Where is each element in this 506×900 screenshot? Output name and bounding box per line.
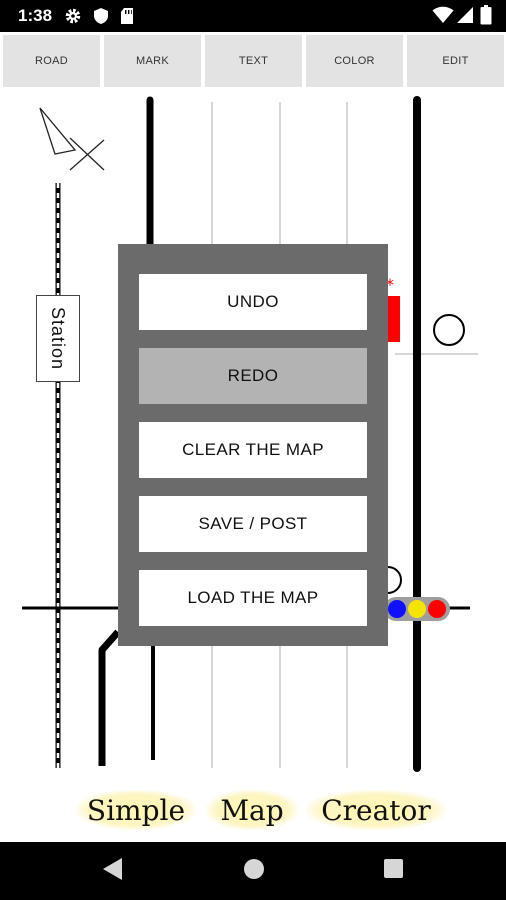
circle-mark — [433, 314, 465, 346]
edit-button[interactable]: EDIT — [407, 35, 504, 87]
title-word-creator: Creator — [306, 790, 446, 830]
menu-dialog: UNDO REDO CLEAR THE MAP SAVE / POST LOAD… — [118, 244, 388, 646]
navigation-bar — [0, 842, 506, 900]
back-icon[interactable] — [100, 856, 124, 887]
title-word-simple: Simple — [76, 790, 196, 830]
app-title-footer: Simple Map Creator — [0, 780, 506, 842]
mark-button[interactable]: MARK — [104, 35, 201, 87]
road-button[interactable]: ROAD — [3, 35, 100, 87]
signal-icon — [456, 6, 474, 29]
station-label-text: Station — [48, 306, 69, 371]
traffic-light-yellow — [408, 600, 426, 618]
traffic-light-red — [428, 600, 446, 618]
save-post-button[interactable]: SAVE / POST — [139, 496, 367, 552]
compass-mark — [69, 139, 105, 171]
station-label[interactable]: Station — [36, 295, 80, 382]
red-asterisk: * — [386, 275, 394, 294]
clear-map-button[interactable]: CLEAR THE MAP — [139, 422, 367, 478]
home-icon[interactable] — [241, 856, 267, 887]
color-button[interactable]: COLOR — [306, 35, 403, 87]
text-button[interactable]: TEXT — [205, 35, 302, 87]
map-canvas[interactable]: * Station — [0, 90, 506, 780]
redo-button[interactable]: REDO — [139, 348, 367, 404]
toolbar: ROAD MARK TEXT COLOR EDIT — [0, 32, 506, 90]
red-marker — [388, 296, 400, 342]
load-map-button[interactable]: LOAD THE MAP — [139, 570, 367, 626]
wifi-icon — [432, 6, 454, 29]
gear-icon — [64, 7, 82, 30]
circle-mark — [387, 566, 402, 594]
shield-icon — [93, 7, 109, 30]
status-time: 1:38 — [18, 6, 53, 25]
status-bar: 1:38 — [0, 0, 506, 32]
thick-road-curve — [98, 629, 121, 766]
map-drawing: * — [22, 96, 478, 772]
traffic-light-blue — [388, 600, 406, 618]
battery-icon — [480, 5, 492, 30]
undo-button[interactable]: UNDO — [139, 274, 367, 330]
sd-card-icon — [120, 7, 134, 30]
compass-mark — [39, 107, 77, 155]
recents-icon[interactable] — [382, 856, 406, 887]
title-word-map: Map — [206, 790, 298, 830]
compass-mark — [69, 137, 105, 171]
